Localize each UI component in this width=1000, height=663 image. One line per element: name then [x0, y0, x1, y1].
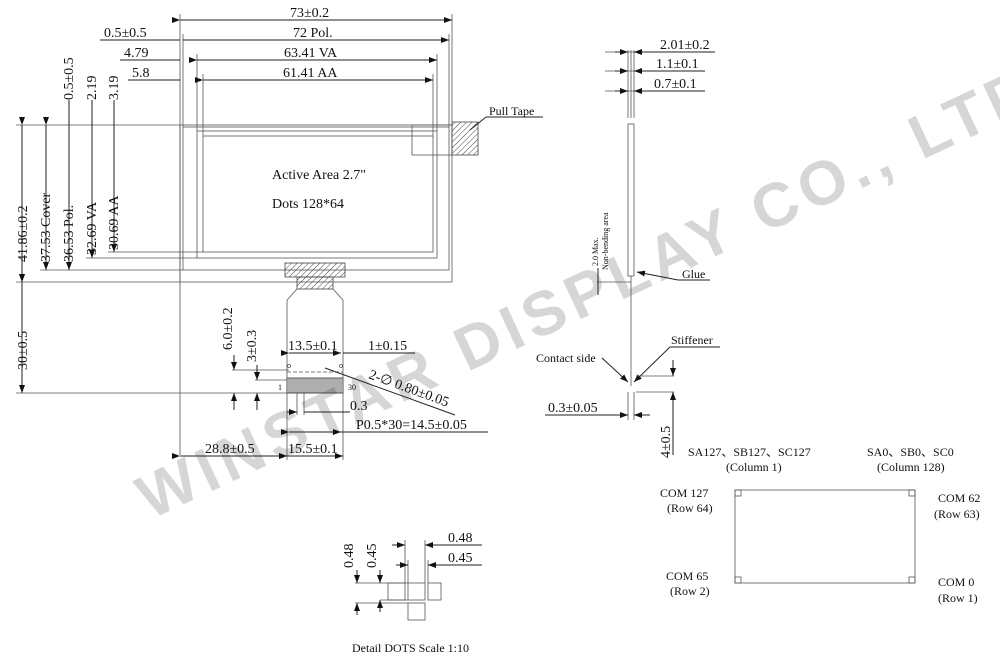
dots-label: Dots 128*64 [272, 197, 344, 212]
left-dimensions [19, 100, 117, 393]
dot-gap-h: 0.45 [448, 551, 473, 566]
top-dimensions [100, 17, 452, 83]
dim-va-top-offset: 2.19 [85, 76, 100, 101]
com65: COM 65 [666, 569, 708, 583]
module-front-view [16, 14, 543, 455]
glue-label: Glue [682, 267, 705, 281]
dim-cover-height: 41.86±0.2 [16, 205, 31, 262]
side-view [545, 49, 720, 455]
dim-fpc-thickness: 0.3±0.05 [548, 401, 598, 416]
dim-fpc-h2: 3±0.3 [245, 330, 260, 362]
dim-thickness-3: 0.7±0.1 [654, 77, 697, 92]
dot-height: 0.48 [342, 544, 357, 569]
row63: (Row 63) [934, 507, 980, 521]
dim-aa-offset: 5.8 [132, 66, 150, 81]
column128-label: (Column 128) [877, 460, 945, 474]
dim-aa-top-offset: 3.19 [107, 76, 122, 101]
dim-pol-width: 72 Pol. [293, 26, 333, 41]
dim-aa-height: 30.69 AA [107, 195, 122, 250]
dim-fpc-offset: 28.8±0.5 [205, 442, 255, 457]
row2: (Row 2) [670, 584, 710, 598]
pin-last: 30 [348, 383, 356, 392]
dim-va-width: 63.41 VA [284, 46, 338, 61]
detail-caption: Detail DOTS Scale 1:10 [352, 641, 469, 655]
dim-pitch: P0.5*30=14.5±0.05 [356, 418, 467, 433]
com0: COM 0 [938, 575, 974, 589]
watermark: WINSTAR DISPLAY CO., LTD. [127, 44, 1000, 533]
dim-fpc-width: 15.5±0.1 [288, 442, 338, 457]
dim-pol-offset: 0.5±0.5 [104, 26, 147, 41]
dim-va-offset: 4.79 [124, 46, 149, 61]
dim-fpc-w2: 1±0.15 [368, 339, 407, 354]
dim-pol-top-offset: 0.5±0.5 [62, 57, 77, 100]
column1-label: (Column 1) [726, 460, 782, 474]
dot-width: 0.48 [448, 531, 473, 546]
dim-fpc-length: 30±0.5 [16, 331, 31, 370]
pull-tape-label: Pull Tape [489, 104, 534, 118]
row64: (Row 64) [667, 501, 713, 515]
pin-first: 1 [278, 383, 282, 392]
fpc-dimensions [172, 350, 488, 460]
active-area-label: Active Area 2.7" [272, 168, 366, 183]
fpc-contacts [286, 377, 344, 394]
dim-thickness-2: 1.1±0.1 [656, 57, 699, 72]
contact-side-label: Contact side [536, 351, 596, 365]
stiffener-label: Stiffener [671, 333, 713, 347]
nonbend-max: 2.0 Max. [591, 237, 600, 266]
dim-pin-width: 0.3 [350, 399, 368, 414]
dim-fpc-h1: 6.0±0.2 [221, 307, 236, 350]
detail-dots [354, 540, 482, 621]
pixel-map [734, 489, 916, 584]
dim-va-height: 32.69 VA [85, 201, 100, 255]
com62: COM 62 [938, 491, 980, 505]
seg-column128: SA0、SB0、SC0 [867, 445, 954, 459]
dim-pol-height: 36.53 Pol. [62, 205, 77, 262]
dot-gap-v: 0.45 [365, 544, 380, 569]
dim-fpc-w1: 13.5±0.1 [288, 339, 338, 354]
dim-thickness-total: 2.01±0.2 [660, 38, 710, 53]
nonbend-area: Non-bending area [601, 212, 610, 270]
dim-cover-width: 73±0.2 [290, 6, 329, 21]
dim-cover: 37.53 Cover [39, 192, 54, 262]
dim-aa-width: 61.41 AA [283, 66, 338, 81]
seg-column1: SA127、SB127、SC127 [688, 445, 811, 459]
com127: COM 127 [660, 486, 708, 500]
dim-stiffener-length: 4±0.5 [659, 426, 674, 458]
row1: (Row 1) [938, 591, 978, 605]
